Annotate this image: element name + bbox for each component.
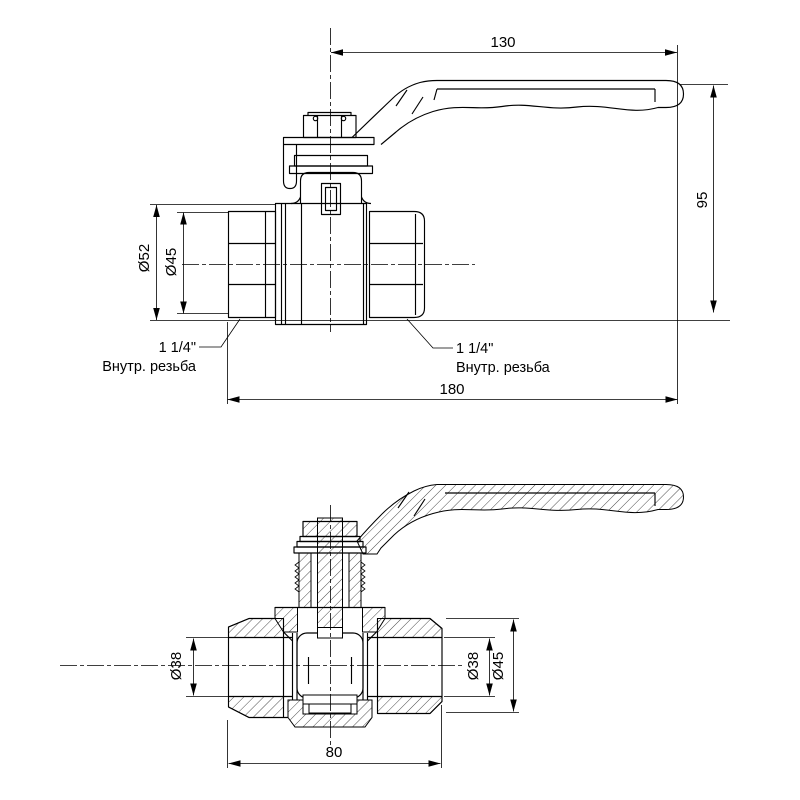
gland-left [298, 552, 312, 608]
wall-hatch [377, 696, 443, 714]
handle-outline [351, 79, 685, 145]
bottom-wall-hatch [287, 699, 373, 728]
dim-d38-right: Ø38 [465, 652, 482, 680]
section-dimensions: Ø38 Ø38 Ø45 80 [168, 618, 519, 768]
dim-d45-right: Ø45 [490, 652, 507, 680]
thread-type-left: Внутр. резьба [102, 359, 197, 375]
dim-180: 180 [439, 381, 464, 398]
section-handle [356, 484, 685, 555]
lever-handle [351, 79, 685, 145]
thread-zigzag [360, 561, 366, 593]
stem-washer [293, 154, 369, 167]
dim-d52: Ø52 [136, 244, 153, 272]
thread-type-right: Внутр. резьба [456, 360, 551, 376]
bracket-arm [282, 144, 298, 190]
wall-hatch [228, 696, 284, 718]
top-view: 130 95 180 Ø52 Ø45 1 1/4" Внутр. резьба … [102, 28, 730, 404]
dim-d38-left: Ø38 [168, 652, 185, 680]
valve-body [227, 111, 426, 326]
body-center-section [274, 202, 368, 326]
dim-80: 80 [326, 744, 343, 761]
wall-hatch [228, 618, 284, 638]
section-stem-assembly [274, 517, 386, 642]
section-centerlines [60, 505, 462, 748]
thread-size-right: 1 1/4" [456, 341, 493, 357]
stem-slot [317, 627, 343, 639]
leader-right [406, 318, 453, 349]
thread-size-left: 1 1/4" [159, 340, 196, 356]
section-body [227, 617, 443, 728]
right-hex-end [368, 210, 426, 319]
section-handle-outline [356, 484, 685, 555]
dim-95: 95 [694, 192, 711, 209]
handle-bracket-plate [282, 136, 375, 146]
left-hex-end [227, 210, 277, 319]
top-view-dimensions: 130 95 180 Ø52 Ø45 [136, 34, 730, 404]
top-view-centerlines [182, 28, 475, 332]
section-view: Ø38 Ø38 Ø45 80 [60, 484, 685, 768]
gland-right [348, 552, 362, 608]
thread-callouts: 1 1/4" Внутр. резьба 1 1/4" Внутр. резьб… [102, 318, 551, 376]
dim-d45: Ø45 [163, 248, 180, 276]
leader-left [199, 318, 241, 348]
dim-130: 130 [490, 34, 515, 51]
thread-zigzag [294, 561, 300, 593]
handle-crease [411, 96, 424, 115]
bottom-seat [302, 694, 358, 705]
stem-hex-nut [302, 114, 357, 139]
wall-hatch [377, 618, 443, 638]
packing-window [320, 182, 342, 216]
bonnet [299, 171, 363, 204]
handle-crease [395, 89, 408, 107]
stem [317, 517, 343, 631]
